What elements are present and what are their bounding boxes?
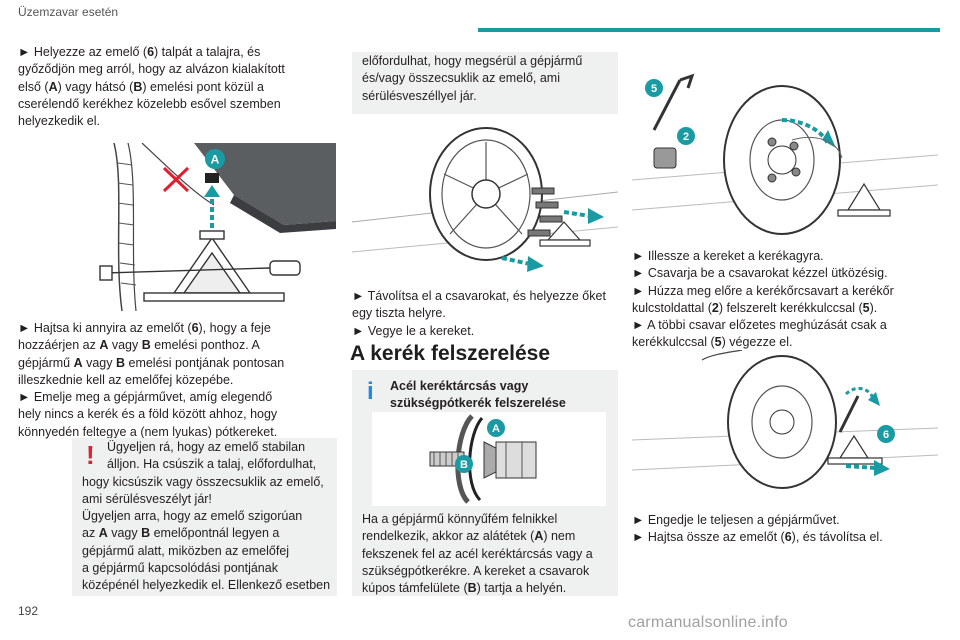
text-line: Ügyeljen arra, hogy az emelő szigorúan [82, 509, 303, 524]
header-accent-bar [478, 28, 940, 32]
col3-lower-text: ► Engedje le teljesen a gépjárművet. ► H… [632, 512, 938, 547]
text-line: a gépjármű kapcsolódási pontjának [82, 561, 278, 576]
text-line: helyezkedik el. [18, 114, 100, 129]
text-line: szükségpótkerék felszerelése [390, 396, 566, 411]
text-line: Ügyeljen rá, hogy az emelő stabilan [107, 440, 306, 454]
warning-icon: ! [86, 440, 95, 470]
text-line: kerékkulccsal (5) végezze el. [632, 335, 793, 350]
text-line: győződjön meg arról, hogy az alvázon kia… [18, 62, 285, 77]
text-line: ► Vegye le a kereket. [352, 323, 475, 338]
text-line: Acél keréktárcsás vagy [390, 379, 529, 393]
text-line: hozzáérjen az A vagy B emelési ponthoz. … [18, 338, 260, 353]
text-line: kúpos támfelülete (B) tartja a helyén. [362, 581, 567, 596]
text-line: ami sérülésveszélyt jár! [82, 491, 212, 506]
remove-bolts-illustration [352, 122, 618, 280]
text-line: ► Engedje le teljesen a gépjárművet. [632, 513, 840, 527]
page-number: 192 [18, 604, 39, 618]
text-line: ► Hajtsa ki annyira az emelőt (6), hogy … [18, 321, 271, 335]
text-line: hely nincs a kerék és a föld között ahho… [18, 407, 278, 422]
wheel-bolt-washer-illustration: A B [372, 412, 606, 506]
col3-fit-text: ► Illessze a kereket a kerékagyra. ► Csa… [632, 248, 938, 352]
text-line: középénél helyezkedik el. Ellenkező eset… [82, 578, 331, 593]
warning-text-continued: előfordulhat, hogy megsérül a gépjármű é… [362, 53, 614, 105]
warning-panel [72, 438, 337, 596]
watermark: carmanualsonline.info [628, 614, 788, 631]
text-line: ► A többi csavar előzetes meghúzását csa… [632, 318, 887, 333]
text-line: első (A) vagy hátsó (B) emelési pont köz… [18, 79, 264, 94]
jack-under-sill-illustration: A [84, 143, 336, 311]
warning-panel-continued [352, 52, 618, 114]
text-line: fekszenek fel az acél keréktárcsás vagy … [362, 546, 593, 561]
fit-wheel-illustration: 5 2 [632, 60, 938, 240]
lower-vehicle-illustration: 6 [632, 350, 938, 500]
label-five: 5 [651, 83, 657, 95]
text-line: kulcstoldattal (2) felszerelt kerékkulcc… [632, 300, 878, 315]
text-line: szükségpótkerékre. A kereket a csavarok [362, 563, 590, 578]
warning-text: Ügyeljen rá, hogy az emelő stabilan állj… [82, 439, 332, 595]
label-two: 2 [683, 131, 689, 143]
label-six: 6 [883, 429, 889, 441]
col2-remove-text: ► Távolítsa el a csavarokat, és helyezze… [352, 288, 618, 340]
text-line: előfordulhat, hogy megsérül a gépjármű [362, 54, 583, 68]
section-title: Üzemzavar esetén [18, 5, 119, 19]
text-line: könnyedén feltegye a (nem lyukas) pótker… [18, 424, 278, 439]
label-b: B [460, 459, 468, 471]
text-line: cserélendő kerékhez közelebb esővel szem… [18, 96, 281, 111]
col1-lift-text: ► Hajtsa ki annyira az emelőt (6), hogy … [18, 320, 338, 441]
text-line: ► Húzza meg előre a kerékőrcsavart a ker… [632, 283, 894, 298]
text-line: és/vagy összecsuklik az emelő, ami [362, 71, 560, 86]
text-line: álljon. Ha csúszik a talaj, előfordulhat… [107, 457, 317, 472]
text-line: egy tiszta helyre. [352, 306, 446, 321]
text-line: sérülésveszéllyel jár. [362, 88, 477, 103]
text-line: ► Csavarja be a csavarokat kézzel ütközé… [632, 266, 888, 281]
text-line: Ha a gépjármű könnyűfém felnikkel [362, 512, 558, 526]
text-line: ► Emelje meg a gépjárművet, amíg elegend… [18, 390, 273, 405]
info-body: Ha a gépjármű könnyűfém felnikkel rendel… [362, 511, 614, 597]
text-line: ► Helyezze az emelő (6) talpát a talajra… [18, 45, 261, 59]
col1-intro-text: ► Helyezze az emelő (6) talpát a talajra… [18, 44, 338, 130]
label-a: A [211, 153, 220, 167]
text-line: illeszkednie kell az emelőfej közepébe. [18, 372, 234, 387]
text-line: rendelkezik, akkor az alátétek (A) nem [362, 529, 576, 544]
text-line: ► Távolítsa el a csavarokat, és helyezze… [352, 289, 606, 303]
text-line: hogy kicsúszik vagy összecsuklik az emel… [82, 474, 324, 489]
section-heading: A kerék felszerelése [350, 342, 551, 365]
info-icon: i [367, 378, 374, 405]
text-line: gépjármű A vagy B emelési pontjának pont… [18, 355, 285, 370]
label-a: A [492, 423, 500, 435]
info-title: Acél keréktárcsás vagy szükségpótkerék f… [390, 378, 614, 413]
text-line: ► Illessze a kereket a kerékagyra. [632, 249, 824, 263]
text-line: gépjármű alatt, miközben az emelőfej [82, 543, 290, 558]
text-line: az A vagy B emelőpontnál legyen a [82, 526, 280, 541]
text-line: ► Hajtsa össze az emelőt (6), és távolít… [632, 530, 883, 545]
